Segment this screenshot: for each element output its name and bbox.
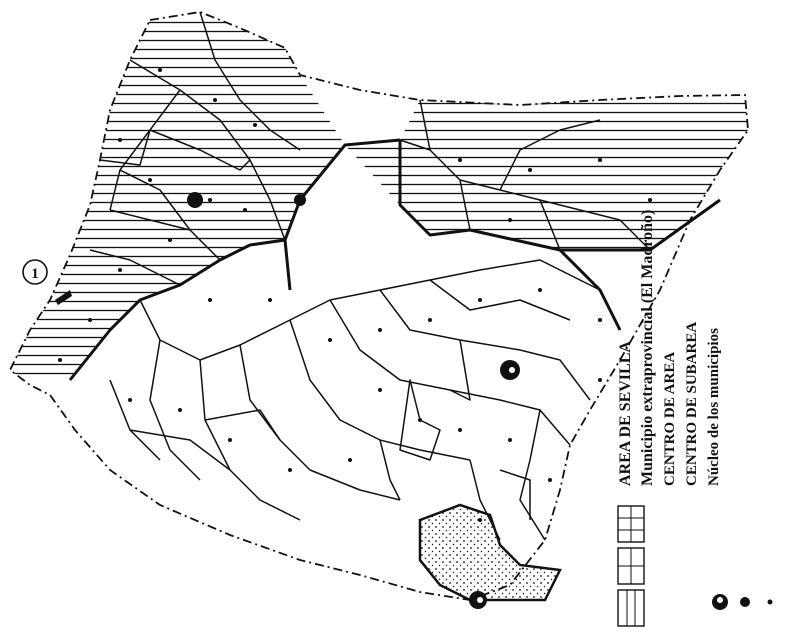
centro-de-area-markers: [187, 192, 520, 609]
legend-item-centro-subarea: CENTRO DE SUBAREA: [684, 322, 700, 486]
inset-marker: 1: [22, 259, 72, 305]
legend-swatches: [617, 505, 773, 627]
legend-item-extraprovincial: Municipio extraprovincial (El Madroño): [639, 210, 656, 486]
legend-item-centro-area: CENTRO DE AREA: [662, 352, 678, 486]
municipal-boundaries: [89, 11, 651, 541]
municipal-nuclei: [58, 68, 652, 522]
legend-item-area: AREA DE SEVILLA: [617, 341, 634, 486]
legend: AREA DE SEVILLA Municipio extraprovincia…: [617, 210, 773, 627]
dotted-subarea: [418, 503, 562, 602]
legend-item-nucleo: Núcleo de los municipios: [706, 328, 722, 486]
inset-number: 1: [31, 266, 39, 282]
